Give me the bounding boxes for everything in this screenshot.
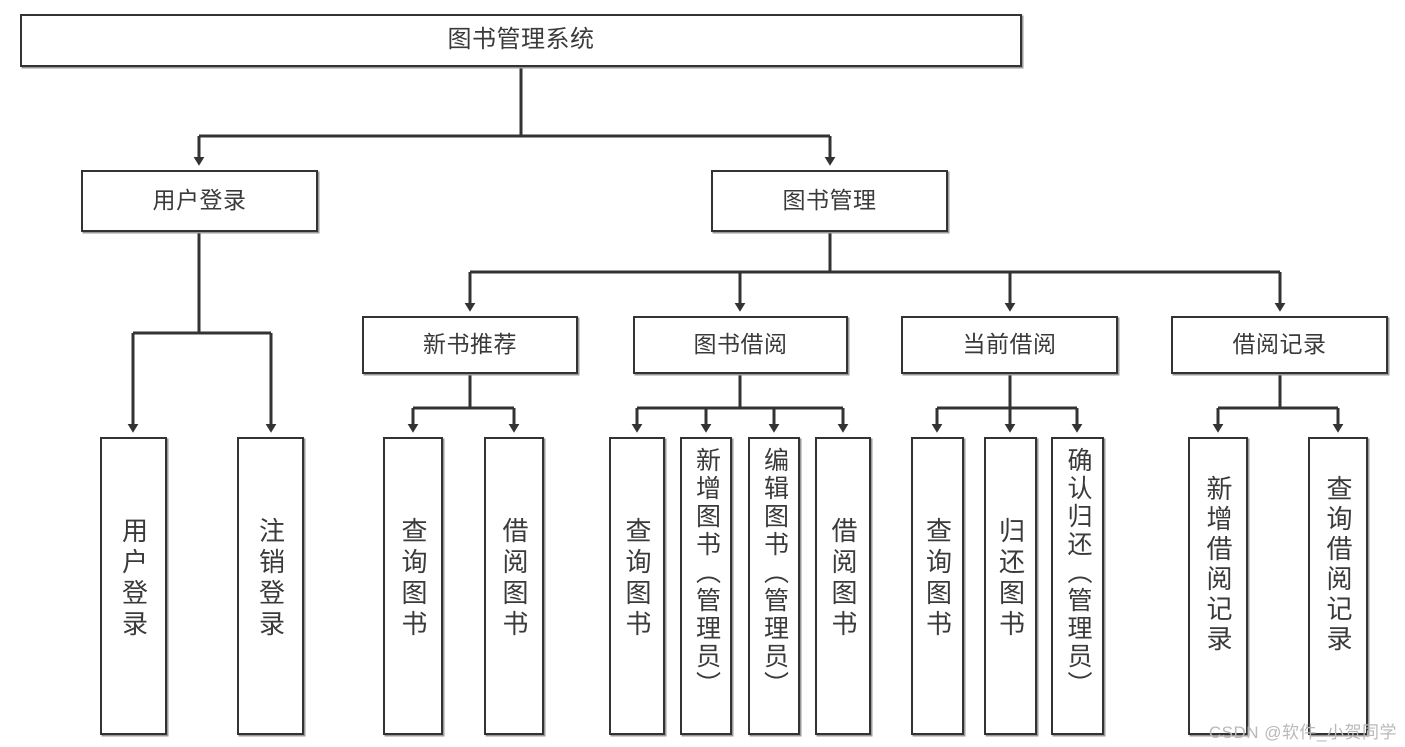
leaf-confirm-return-admin[interactable]: 确认归还（管理员） (1051, 437, 1104, 735)
leaf-query-book-borrow-label: 查询图书 (622, 517, 652, 641)
node-new-book-recommend-label: 新书推荐 (423, 331, 517, 358)
leaf-logout[interactable]: 注销登录 (237, 437, 304, 735)
leaf-logout-label: 注销登录 (255, 517, 286, 641)
csdn-watermark: CSDN @软件_小贺同学 (1208, 723, 1397, 742)
leaf-query-book-borrow[interactable]: 查询图书 (609, 437, 665, 735)
leaf-edit-book-admin-label: 编辑图书（管理员） (760, 447, 789, 699)
node-current-borrow-label: 当前借阅 (962, 331, 1057, 358)
leaf-borrow-book-label: 借阅图书 (828, 517, 858, 641)
node-root-label: 图书管理系统 (447, 26, 595, 54)
leaf-edit-book-admin[interactable]: 编辑图书（管理员） (748, 437, 800, 735)
node-user-login[interactable]: 用户登录 (81, 170, 318, 232)
node-new-book-recommend[interactable]: 新书推荐 (362, 316, 578, 374)
node-current-borrow[interactable]: 当前借阅 (901, 316, 1118, 374)
node-book-borrow-label: 图书借阅 (693, 331, 788, 358)
leaf-borrow-book-newbook[interactable]: 借阅图书 (484, 437, 544, 735)
node-borrow-record[interactable]: 借阅记录 (1171, 316, 1388, 374)
node-root[interactable]: 图书管理系统 (20, 14, 1022, 67)
leaf-add-book-admin[interactable]: 新增图书（管理员） (680, 437, 732, 735)
leaf-user-login-label: 用户登录 (118, 517, 149, 641)
node-book-management[interactable]: 图书管理 (711, 170, 948, 232)
leaf-user-login[interactable]: 用户登录 (100, 437, 167, 735)
leaf-add-borrow-record[interactable]: 新增借阅记录 (1188, 437, 1248, 735)
node-borrow-record-label: 借阅记录 (1232, 331, 1327, 358)
leaf-query-borrow-record-label: 查询借阅记录 (1323, 475, 1353, 655)
leaf-query-book-newbook[interactable]: 查询图书 (383, 437, 443, 735)
leaf-query-borrow-record[interactable]: 查询借阅记录 (1308, 437, 1368, 735)
leaf-add-book-admin-label: 新增图书（管理员） (692, 447, 721, 699)
leaf-confirm-return-admin-label: 确认归还（管理员） (1064, 447, 1092, 699)
leaf-return-book[interactable]: 归还图书 (984, 437, 1037, 735)
leaf-return-book-label: 归还图书 (995, 517, 1026, 641)
leaf-borrow-book[interactable]: 借阅图书 (815, 437, 871, 735)
leaf-query-book-current-label: 查询图书 (922, 517, 953, 641)
node-user-login-label: 用户登录 (152, 187, 247, 214)
leaf-query-book-current[interactable]: 查询图书 (911, 437, 964, 735)
node-book-borrow[interactable]: 图书借阅 (633, 316, 848, 374)
leaf-borrow-book-newbook-label: 借阅图书 (499, 517, 529, 641)
leaf-add-borrow-record-label: 新增借阅记录 (1203, 475, 1233, 655)
leaf-query-book-newbook-label: 查询图书 (398, 517, 428, 641)
node-book-management-label: 图书管理 (782, 187, 877, 214)
